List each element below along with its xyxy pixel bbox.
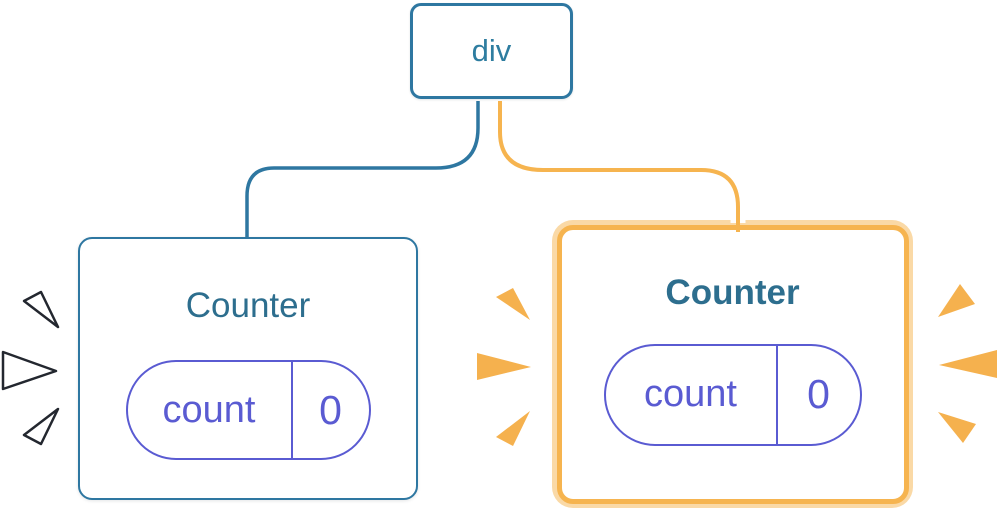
state-value: 0: [319, 386, 342, 433]
burst-ray-icon: [496, 411, 530, 446]
root-node-label: div: [471, 33, 512, 68]
counter-title: Counter: [185, 286, 311, 325]
burst-ray-icon: [938, 284, 975, 317]
state-pill: count 0: [603, 343, 862, 446]
left-connector-line: [245, 101, 480, 238]
burst-rays-middle: [477, 288, 531, 446]
burst-ray-icon: [496, 288, 530, 320]
right-connector-casing: [492, 101, 746, 223]
counter-node-left: Counter count 0: [78, 237, 418, 500]
burst-rays-right: [938, 284, 997, 443]
burst-ray-icon: [477, 353, 531, 380]
counter-node-right-highlight-ring: Counter count 0: [552, 220, 913, 508]
state-value: 0: [807, 371, 830, 417]
burst-ray-icon: [939, 350, 997, 378]
state-key: count: [128, 362, 293, 458]
burst-ray-icon: [938, 412, 976, 443]
counter-title: Counter: [665, 272, 800, 312]
tree-root-node: div: [410, 3, 573, 99]
burst-rays-left: [1, 290, 60, 446]
counter-node-right: Counter count 0: [556, 224, 909, 504]
right-connector-line: [498, 101, 740, 232]
state-key: count: [606, 345, 778, 444]
burst-ray-icon: [22, 290, 60, 329]
state-pill: count 0: [125, 360, 371, 460]
burst-ray-icon: [22, 407, 60, 446]
burst-ray-icon: [1, 350, 58, 391]
